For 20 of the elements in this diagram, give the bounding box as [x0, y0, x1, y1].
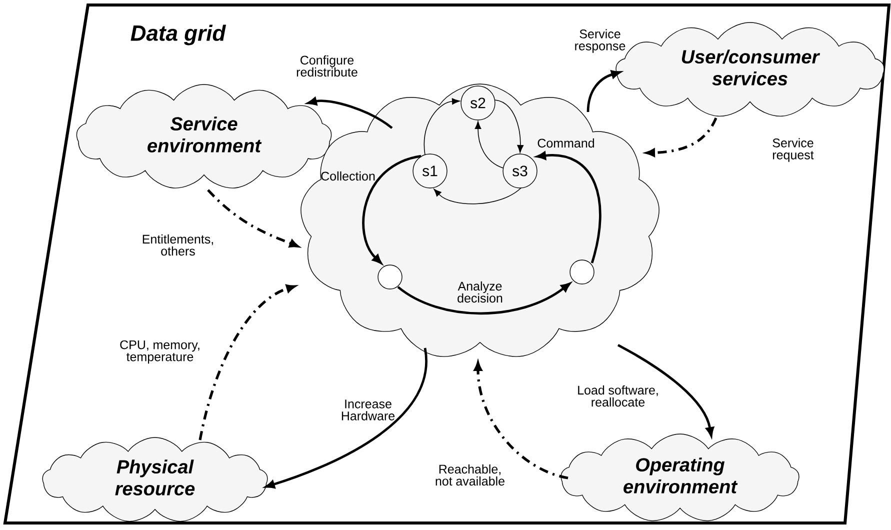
edge-label: CPU, memory, temperature	[120, 340, 200, 364]
arrow	[424, 98, 460, 156]
circle	[378, 264, 402, 290]
arrow	[362, 154, 422, 264]
circle	[570, 260, 594, 284]
edge-label: Configure redistribute	[296, 55, 358, 77]
arrow	[494, 100, 524, 153]
edge-label: Analyze decision	[458, 281, 502, 303]
edge-label: Reachable, not available	[436, 464, 504, 486]
arrow	[474, 121, 504, 168]
edge-label: Service request	[772, 138, 814, 162]
edge-label: Increase Hardware	[342, 400, 395, 420]
edge-label: Entitlements, others	[142, 234, 213, 256]
cloud: Physical resource	[42, 437, 268, 522]
edge-label: Command	[538, 138, 594, 148]
cloud: Operating environment	[560, 434, 800, 522]
arrow	[397, 282, 570, 315]
arrow	[586, 70, 621, 112]
arrow	[434, 188, 522, 204]
arrow	[265, 348, 428, 488]
